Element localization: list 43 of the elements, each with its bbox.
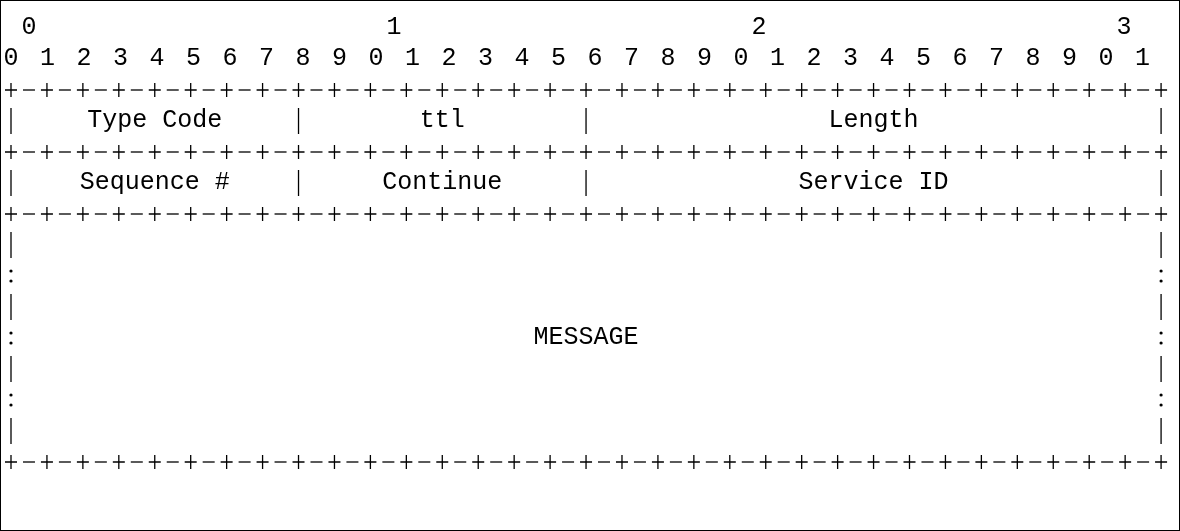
bit-number: 6 — [952, 45, 968, 73]
bit-number: 2 — [76, 45, 92, 73]
bit-number: 7 — [989, 45, 1004, 73]
bit-number: 7 — [624, 45, 639, 73]
field-name: Type Code — [87, 107, 223, 135]
bit-number: 0 — [733, 45, 749, 73]
field-name: Length — [828, 107, 919, 135]
bit-number: 4 — [514, 45, 530, 73]
bit-number: 5 — [551, 45, 566, 73]
bit-number: 9 — [332, 45, 347, 73]
field-name: Service ID — [798, 169, 949, 197]
bit-number: 3 — [478, 45, 493, 73]
bit-decade-number: 1 — [386, 14, 402, 42]
bit-number: 9 — [1062, 45, 1077, 73]
bit-number: 5 — [916, 45, 931, 73]
field-name: Sequence # — [79, 169, 230, 197]
bit-decade-number: 3 — [1116, 14, 1132, 42]
bit-number: 0 — [368, 45, 384, 73]
bit-number: 3 — [113, 45, 128, 73]
bit-number: 4 — [879, 45, 895, 73]
bit-number: 1 — [770, 45, 785, 73]
bit-number: 6 — [587, 45, 603, 73]
bit-number: 2 — [806, 45, 822, 73]
bit-number: 1 — [405, 45, 420, 73]
bit-number: 2 — [441, 45, 457, 73]
bit-decade-number: 0 — [21, 14, 37, 42]
bit-number: 1 — [1135, 45, 1150, 73]
bit-number: 3 — [843, 45, 858, 73]
bit-number: 8 — [295, 45, 311, 73]
bit-number: 4 — [149, 45, 165, 73]
bit-number: 0 — [3, 45, 19, 73]
bit-number: 7 — [259, 45, 274, 73]
bit-number: 1 — [40, 45, 55, 73]
bit-number: 5 — [186, 45, 201, 73]
bit-number: 8 — [1025, 45, 1041, 73]
bit-number: 0 — [1098, 45, 1114, 73]
bit-number: 6 — [222, 45, 238, 73]
field-name: ttl — [419, 107, 465, 135]
field-name: MESSAGE — [533, 324, 639, 352]
bit-number: 8 — [660, 45, 676, 73]
field-name: Continue — [382, 169, 503, 197]
bit-number: 9 — [697, 45, 712, 73]
bit-decade-number: 2 — [751, 14, 767, 42]
